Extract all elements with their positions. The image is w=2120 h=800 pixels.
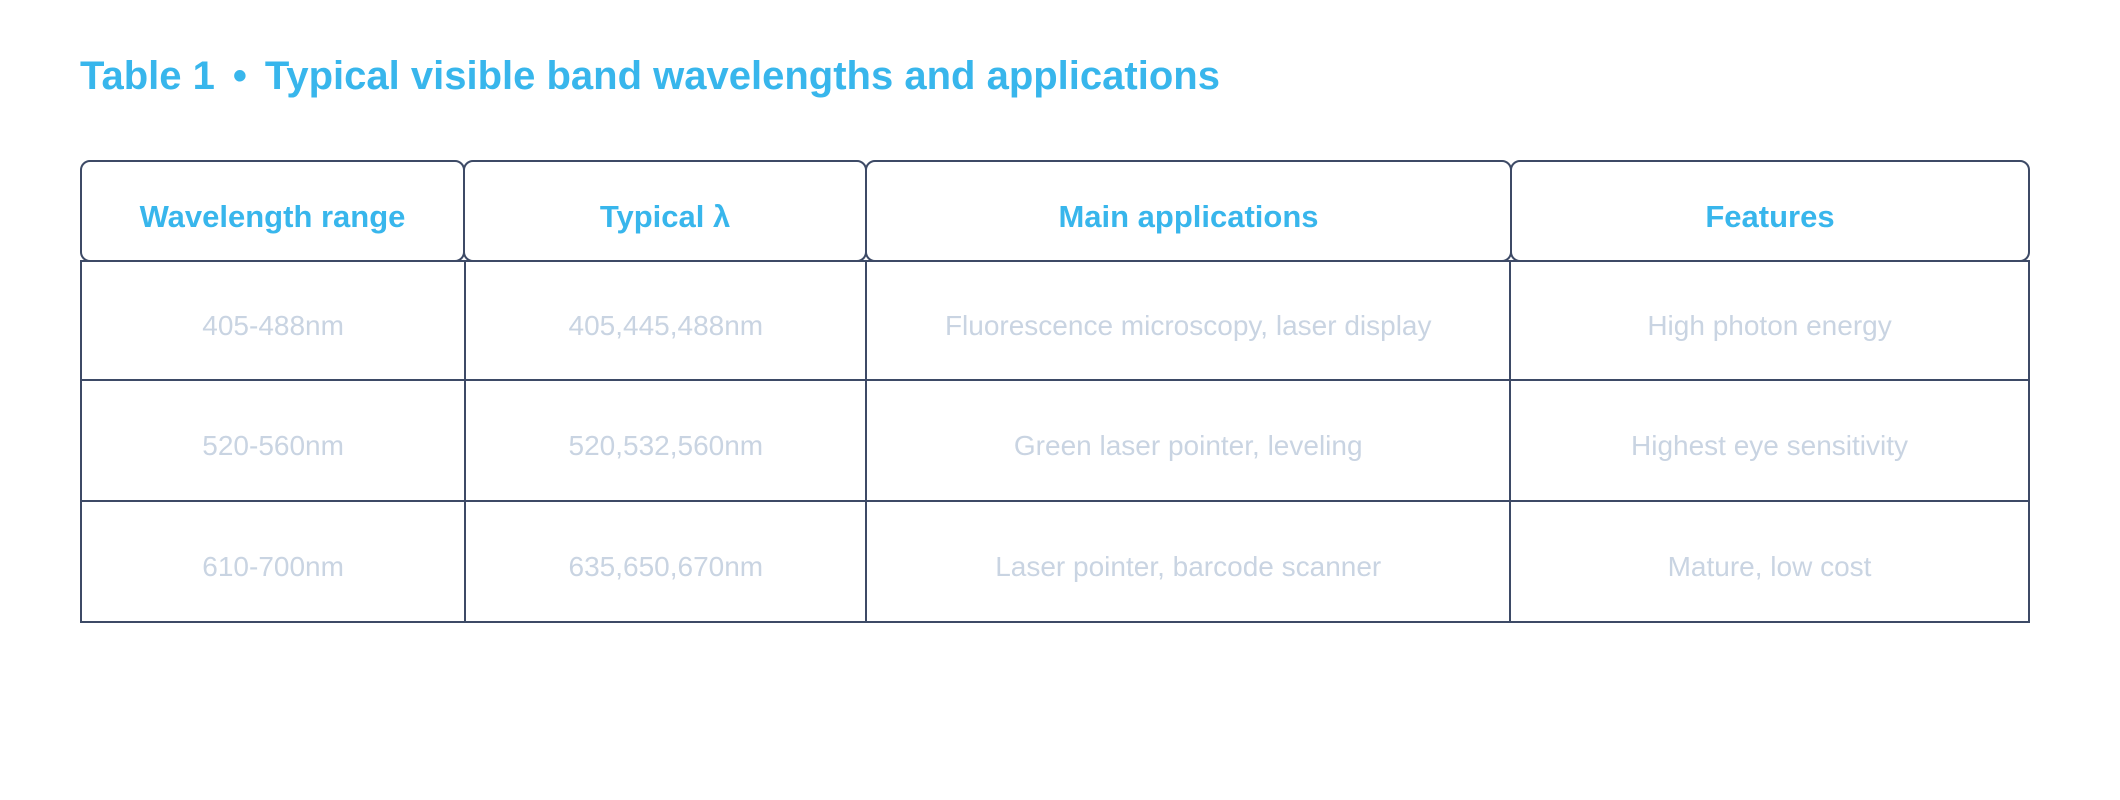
- table-caption: Typical visible band wavelengths and app…: [264, 54, 1220, 98]
- table-row: 520-560nm 520,532,560nm Green laser poin…: [82, 381, 2028, 502]
- cell-main-applications: Laser pointer, barcode scanner: [865, 502, 1509, 621]
- table-body: 405-488nm 405,445,488nm Fluorescence mic…: [80, 260, 2030, 623]
- cell-features: Mature, low cost: [1509, 502, 2028, 621]
- header-wavelength-range: Wavelength range: [80, 160, 465, 262]
- cell-typical-lambda: 405,445,488nm: [464, 262, 865, 379]
- cell-typical-lambda: 635,650,670nm: [464, 502, 865, 621]
- cell-wavelength-range: 610-700nm: [202, 550, 344, 582]
- title-separator: •: [232, 54, 247, 98]
- cell-typical-lambda: 520,532,560nm: [464, 381, 865, 500]
- header-typical-lambda: Typical λ: [463, 160, 867, 262]
- cell-main-applications: Fluorescence microscopy, laser display: [865, 262, 1509, 379]
- header-features: Features: [1510, 160, 2030, 262]
- cell-features: Highest eye sensitivity: [1509, 381, 2028, 500]
- table-header-row: Wavelength range Typical λ Main applicat…: [80, 160, 2030, 262]
- table-row: 405-488nm 405,445,488nm Fluorescence mic…: [82, 260, 2028, 381]
- cell-main-applications: Green laser pointer, leveling: [865, 381, 1509, 500]
- table-title: Table 1 • Typical visible band wavelengths…: [80, 48, 1220, 104]
- cell-wavelength-range: 520-560nm: [202, 429, 344, 461]
- table-row: 610-700nm 635,650,670nm Laser pointer, b…: [82, 502, 2028, 623]
- cell-wavelength-range: 405-488nm: [202, 309, 344, 341]
- header-main-applications: Main applications: [865, 160, 1512, 262]
- wavelength-table: Wavelength range Typical λ Main applicat…: [80, 160, 2030, 623]
- cell-features: High photon energy: [1509, 262, 2028, 379]
- table-number: Table 1: [80, 54, 215, 98]
